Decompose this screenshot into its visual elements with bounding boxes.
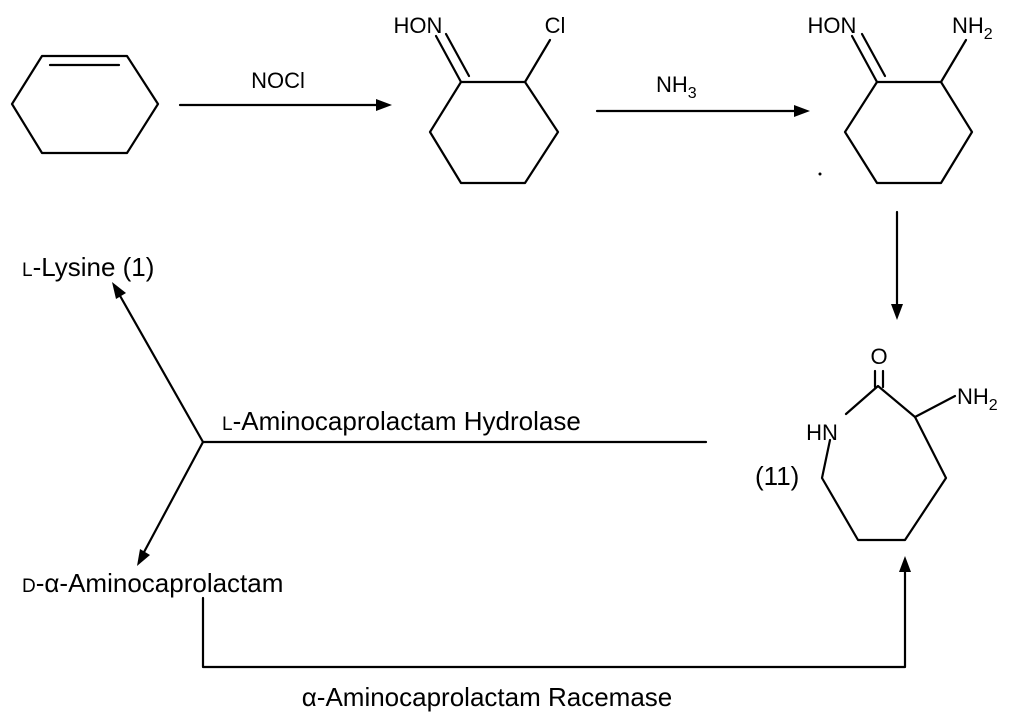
d-aminocaprolactam-label: D-α-Aminocaprolactam — [22, 568, 283, 598]
amino-oxime-structure — [843, 32, 974, 185]
racemase-loop — [201, 556, 911, 669]
arrow-cyclization — [891, 210, 903, 320]
amino-oxime-nh2-label: NH2 — [952, 13, 993, 43]
cyclohexene-structure — [10, 54, 160, 155]
chloro-oxime-cl-label: Cl — [545, 13, 566, 38]
chloro-oxime-hon-label: HON — [394, 13, 443, 38]
stray-dot — [818, 172, 822, 176]
aminocaprolactam-structure — [820, 369, 957, 542]
lactam-ring-nitrogen-label: HN — [806, 420, 838, 445]
hydrolase-branch — [112, 282, 708, 566]
hydrolase-enzyme-label: L-Aminocaprolactam Hydrolase — [222, 406, 581, 436]
arrow-nocl — [178, 99, 392, 111]
chloro-oxime-structure — [428, 32, 560, 185]
l-lysine-label: L-Lysine (1) — [22, 252, 154, 282]
lactam-nh2-label: NH2 — [957, 384, 998, 414]
reagent-nocl: NOCl — [251, 68, 305, 93]
racemase-enzyme-label: α-Aminocaprolactam Racemase — [302, 682, 673, 712]
reagent-ammonia: NH3 — [656, 72, 697, 102]
compound-number-11: (11) — [755, 461, 799, 491]
arrow-ammonia — [595, 105, 810, 117]
amino-oxime-hon-label: HON — [808, 13, 857, 38]
lactam-carbonyl-oxygen-label: O — [870, 344, 887, 369]
